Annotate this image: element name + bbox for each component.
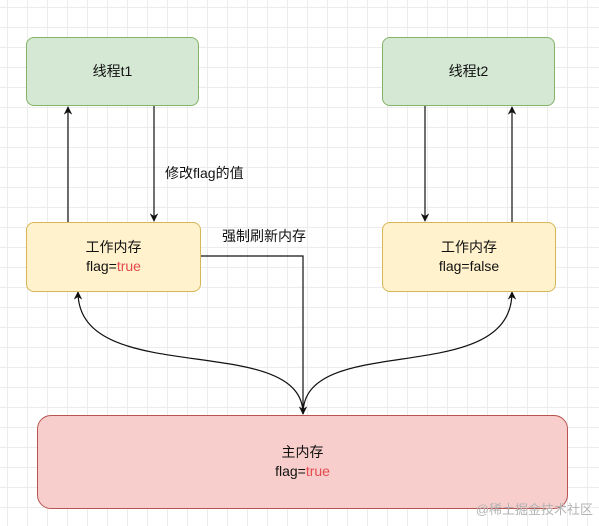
- working-memory-2-flag: flag=false: [438, 258, 500, 274]
- working-memory-1-node: 工作内存 flag=true: [26, 222, 201, 292]
- arrow-force-flush: [201, 255, 308, 415]
- watermark: @稀土掘金技术社区: [475, 502, 593, 517]
- working-memory-1-flag-value: true: [116, 258, 141, 274]
- main-memory-flag-value: true: [305, 463, 330, 479]
- working-memory-1-title: 工作内存: [85, 239, 142, 255]
- thread-t2-label: 线程t2: [448, 63, 489, 79]
- arrow-main-to-wm1: [73, 291, 304, 415]
- main-memory-flag-label: flag=: [275, 463, 306, 479]
- thread-t2-node: 线程t2: [382, 37, 555, 106]
- force-flush-label: 强制刷新内存: [222, 228, 306, 244]
- modify-flag-label: 修改flag的值: [165, 165, 244, 181]
- working-memory-1-flag: flag=true: [86, 257, 141, 276]
- main-memory-title: 主内存: [281, 444, 324, 460]
- working-memory-2-title: 工作内存: [441, 239, 497, 255]
- thread-t1-node: 线程t1: [26, 37, 199, 106]
- main-memory-node: 主内存 flag=true: [37, 415, 568, 509]
- working-memory-1-flag-label: flag=: [86, 258, 117, 274]
- working-memory-2-node: 工作内存 flag=false: [382, 222, 556, 292]
- arrow-main-to-wm2: [302, 291, 517, 415]
- thread-t1-label: 线程t1: [92, 63, 133, 79]
- main-memory-flag: flag=true: [275, 462, 330, 481]
